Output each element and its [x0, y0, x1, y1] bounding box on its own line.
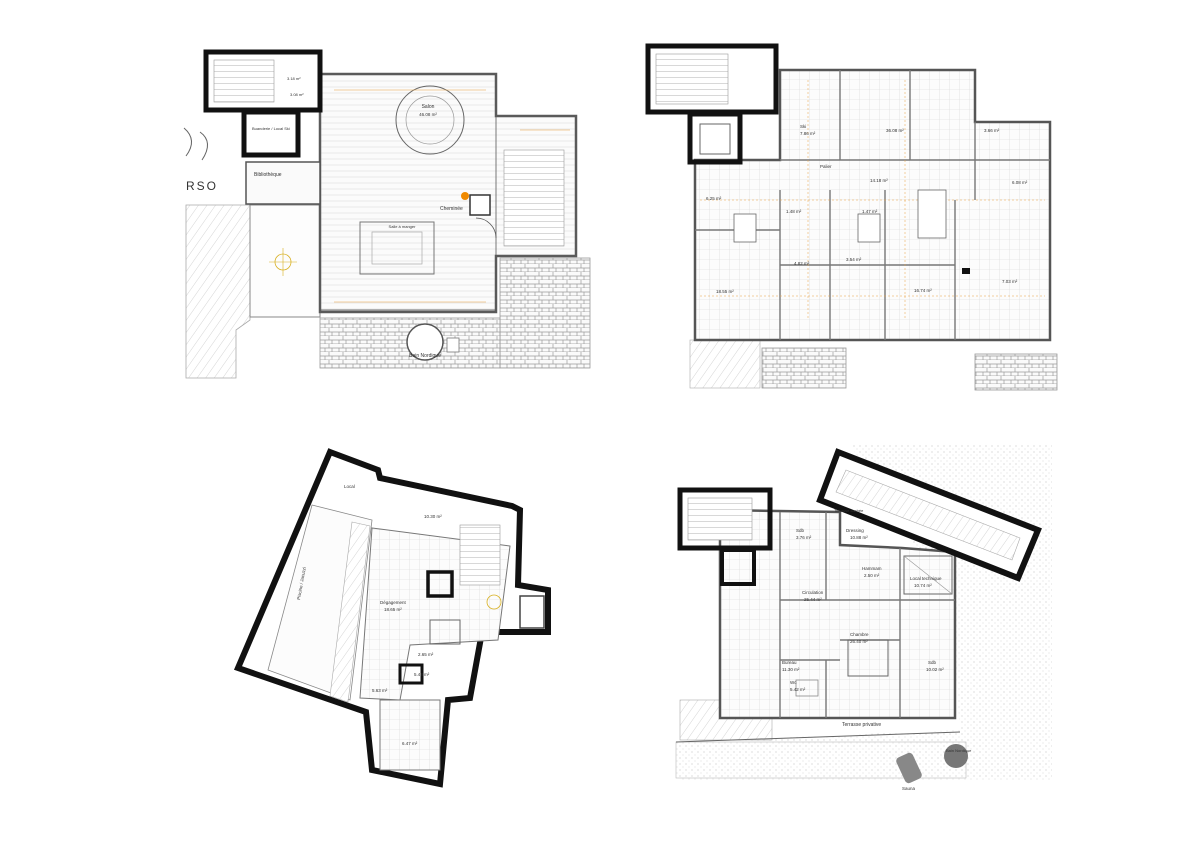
room-area-circulation: 25.44 m²: [804, 597, 822, 602]
room-area-wc: 5.42 m²: [790, 687, 806, 692]
room-area-hammam: 2.50 m²: [864, 573, 880, 578]
room-area-i: 18.55 m²: [716, 289, 734, 294]
plan-first-floor: Ski 7.86 m² 36.08 m² 3.66 m² Palier 14.1…: [645, 43, 1058, 391]
room-area-d: 5.63 m²: [372, 688, 388, 693]
room-area-k: 7.03 m²: [1002, 279, 1018, 284]
room-area-degagement: 18.65 m²: [384, 607, 402, 612]
room-label-bureau: Bureau: [782, 660, 797, 665]
room-area-j: 16.74 m²: [914, 288, 932, 293]
room-area-c: 6.25 m²: [706, 196, 722, 201]
room-area-sdb: 3.76 m²: [796, 535, 812, 540]
label-sauna: Sauna: [902, 786, 916, 791]
room-area-local-technique: 10.74 m²: [914, 583, 932, 588]
room-area-g: 4.82 m²: [794, 261, 810, 266]
room-area-a: 10.30 m²: [424, 514, 442, 519]
room-area-palier: 14.18 m²: [870, 178, 888, 183]
room-area-f: 6.08 m²: [1012, 180, 1028, 185]
room-label-sdb: Sdb: [796, 528, 805, 533]
room-area-bureau: 11.30 m²: [782, 667, 800, 672]
label-cheminee: Cheminée: [440, 206, 463, 212]
room-area-h: 3.54 m²: [846, 257, 862, 262]
room-area-sdb2: 10.02 m²: [926, 667, 944, 672]
label-terrasse-cachee: Terrasse cachée: [834, 508, 864, 513]
room-label-salon: Salon: [422, 104, 435, 110]
room-area-e: 6.47 m²: [402, 741, 418, 746]
room-label-hammam: Hammam: [862, 566, 882, 571]
room-area-d: 1.48 m²: [786, 209, 802, 214]
room-area-b: 3.66 m²: [984, 128, 1000, 133]
label-bain-nordique: Bain Nordique: [409, 353, 441, 359]
room-label-dressing: Dressing: [846, 528, 864, 533]
room-label-buanderie: Buanderie / Local Ski: [252, 126, 290, 131]
plan-upper-floor: Sdb 3.76 m² Dressing 10.88 m² Terrasse c…: [675, 445, 1052, 791]
room-label-chambre: Chambre: [850, 632, 869, 637]
room-area-b: 2.65 m²: [418, 652, 434, 657]
room-label-degagement: Dégagement: [380, 600, 407, 605]
room-area-chambre: 26.40 m²: [850, 639, 868, 644]
room-area-wc: 3.08 m²: [290, 92, 304, 97]
room-label-bibliotheque: Bibliothèque: [254, 172, 282, 178]
room-label-salle-a-manger: Salle à manger: [389, 224, 417, 229]
room-area-a: 36.08 m²: [886, 128, 904, 133]
room-label-sdb2: Sdb: [928, 660, 937, 665]
room-label-local: Local: [344, 484, 355, 489]
brand-logo: RSO: [186, 179, 218, 193]
room-area-ski: 7.86 m²: [800, 131, 816, 136]
label-bain-nordique-2: Bain Nordique: [946, 748, 972, 753]
room-label-palier: Palier: [820, 164, 832, 169]
room-label-piscine: Piscine / Jacuzzi: [296, 567, 307, 601]
room-label-wc: Wc: [790, 680, 797, 685]
room-area-dressing: 10.88 m²: [850, 535, 868, 540]
room-area-e: 1.47 m²: [862, 209, 878, 214]
room-area-small: 3.18 m²: [287, 76, 301, 81]
plan-ground-floor: RSO Salon 46.08 m² Bibliothèque Buanderi…: [183, 49, 591, 379]
label-terrasse-privative: Terrasse privative: [842, 722, 881, 728]
room-label-ski: Ski: [800, 124, 806, 129]
room-label-circulation: Circulation: [802, 590, 824, 595]
room-area-c: 5.48 m²: [414, 672, 430, 677]
plan-basement: Local Piscine / Jacuzzi 10.30 m² Dégagem…: [233, 448, 551, 788]
room-area-salon: 46.08 m²: [419, 112, 437, 117]
room-label-local-technique: Local technique: [910, 576, 942, 581]
